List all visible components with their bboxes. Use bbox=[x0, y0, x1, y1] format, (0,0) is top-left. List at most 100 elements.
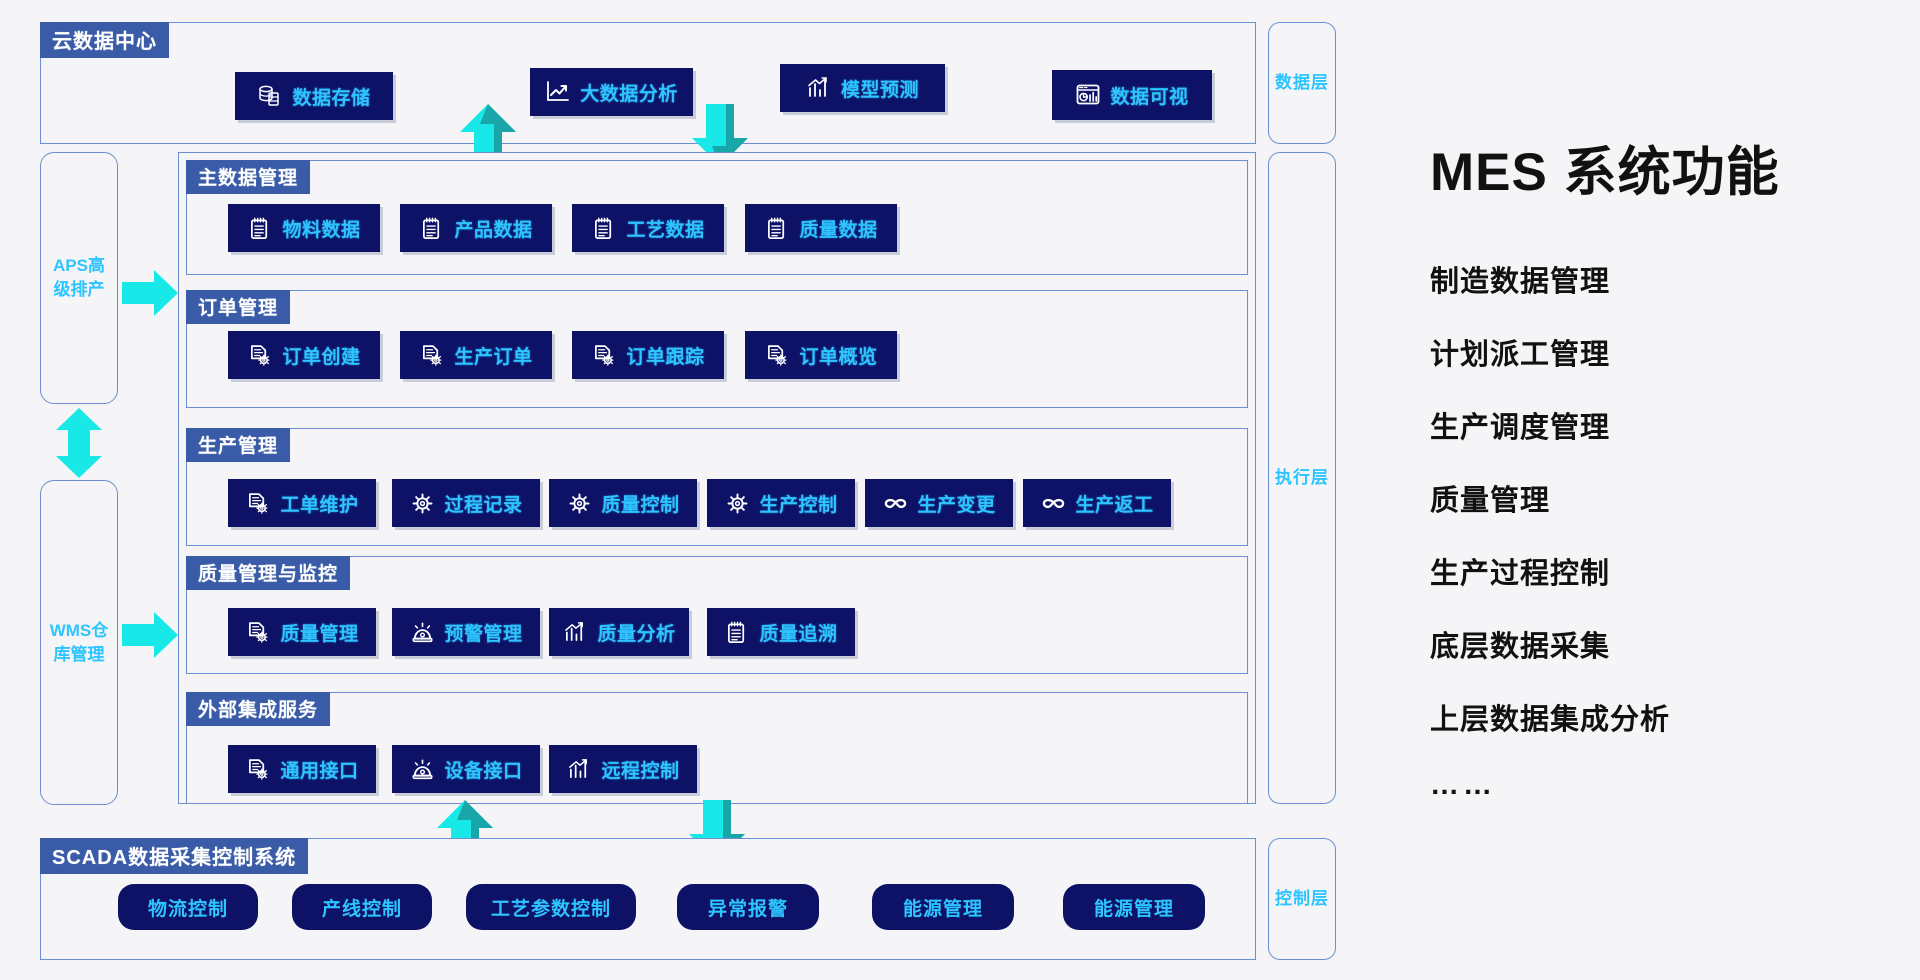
group-title-external-integration: 外部集成服务 bbox=[186, 692, 331, 726]
chip-order-tracking[interactable]: 订单跟踪 bbox=[572, 331, 724, 379]
chip-label: 订单创建 bbox=[282, 346, 361, 368]
chip-big-data-analysis[interactable]: 大数据分析 bbox=[530, 68, 693, 116]
chip-production-control[interactable]: 生产控制 bbox=[707, 479, 855, 527]
clipboard-list-icon bbox=[247, 215, 273, 241]
chip-product-data[interactable]: 产品数据 bbox=[400, 204, 552, 252]
chip-model-prediction[interactable]: 模型预测 bbox=[780, 64, 945, 112]
chip-work-order-maintenance[interactable]: 工单维护 bbox=[228, 479, 376, 527]
chip-device-interface[interactable]: 设备接口 bbox=[392, 745, 540, 793]
chip-quality-analysis[interactable]: 质量分析 bbox=[549, 608, 689, 656]
pill-logistics-control[interactable]: 物流控制 bbox=[118, 884, 258, 930]
chip-general-interface[interactable]: 通用接口 bbox=[228, 745, 376, 793]
alarm-icon bbox=[409, 619, 435, 645]
document-gear-icon bbox=[245, 490, 271, 516]
pill-abnormal-alarm[interactable]: 异常报警 bbox=[677, 884, 819, 930]
gear-icon bbox=[724, 490, 750, 516]
chip-label: 工单维护 bbox=[280, 494, 359, 516]
chip-process-record[interactable]: 过程记录 bbox=[392, 479, 540, 527]
chip-label: 生产变更 bbox=[917, 494, 996, 516]
pill-label: 工艺参数控制 bbox=[490, 898, 611, 920]
chip-label: 质量分析 bbox=[597, 623, 676, 645]
scada-layer-title: SCADA数据采集控制系统 bbox=[40, 838, 309, 874]
chip-process-data[interactable]: 工艺数据 bbox=[572, 204, 724, 252]
document-gear-icon bbox=[764, 342, 790, 368]
chip-production-order[interactable]: 生产订单 bbox=[400, 331, 552, 379]
document-gear-icon bbox=[419, 342, 445, 368]
chip-order-create[interactable]: 订单创建 bbox=[228, 331, 380, 379]
chip-production-rework[interactable]: 生产返工 bbox=[1023, 479, 1171, 527]
bar-trend-icon bbox=[566, 756, 592, 782]
chip-label: 模型预测 bbox=[840, 79, 919, 101]
chip-label: 物料数据 bbox=[282, 219, 361, 241]
gear-icon bbox=[409, 490, 435, 516]
pill-energy-management-1[interactable]: 能源管理 bbox=[872, 884, 1014, 930]
infinity-icon bbox=[882, 490, 908, 516]
chip-material-data[interactable]: 物料数据 bbox=[228, 204, 380, 252]
chip-label: 生产订单 bbox=[454, 346, 533, 368]
chip-quality-traceability[interactable]: 质量追溯 bbox=[707, 608, 855, 656]
page-title: MES 系统功能 bbox=[1430, 143, 1780, 202]
chip-label: 数据可视 bbox=[1110, 86, 1189, 108]
pill-label: 能源管理 bbox=[902, 898, 983, 920]
chip-quality-data[interactable]: 质量数据 bbox=[745, 204, 897, 252]
clipboard-list-icon bbox=[419, 215, 445, 241]
chip-label: 质量追溯 bbox=[759, 623, 838, 645]
chip-quality-control[interactable]: 质量控制 bbox=[549, 479, 697, 527]
side-layer-execution: 执行层 bbox=[1268, 152, 1336, 804]
left-module-label: WMS仓库管理 bbox=[49, 620, 109, 664]
document-gear-icon bbox=[245, 619, 271, 645]
left-module-aps[interactable]: APS高级排产 bbox=[40, 152, 118, 404]
chip-label: 数据存储 bbox=[292, 87, 371, 109]
group-title-order-management: 订单管理 bbox=[186, 290, 291, 324]
group-title-quality-management: 质量管理与监控 bbox=[186, 556, 351, 590]
arrow-down-from-cloud bbox=[690, 104, 750, 166]
pill-label: 异常报警 bbox=[707, 898, 788, 920]
pill-process-parameter-control[interactable]: 工艺参数控制 bbox=[466, 884, 636, 930]
chip-order-overview[interactable]: 订单概览 bbox=[745, 331, 897, 379]
document-gear-icon bbox=[247, 342, 273, 368]
arrow-up-to-cloud bbox=[458, 104, 518, 166]
side-layer-label: 数据层 bbox=[1275, 72, 1329, 92]
chip-alarm-management[interactable]: 预警管理 bbox=[392, 608, 540, 656]
pill-label: 能源管理 bbox=[1093, 898, 1174, 920]
left-module-label: APS高级排产 bbox=[53, 256, 105, 299]
pill-label: 产线控制 bbox=[321, 898, 402, 920]
group-title-master-data: 主数据管理 bbox=[186, 160, 311, 194]
document-gear-icon bbox=[591, 342, 617, 368]
chip-remote-control[interactable]: 远程控制 bbox=[549, 745, 697, 793]
chip-label: 过程记录 bbox=[444, 494, 523, 516]
side-layer-control: 控制层 bbox=[1268, 838, 1336, 960]
bar-trend-icon bbox=[562, 619, 588, 645]
chip-label: 通用接口 bbox=[280, 760, 359, 782]
document-gear-icon bbox=[245, 756, 271, 782]
side-layer-label: 控制层 bbox=[1275, 888, 1329, 908]
feature-item-1: 计划派工管理 bbox=[1430, 339, 1611, 371]
gear-icon bbox=[566, 490, 592, 516]
chip-data-visualization[interactable]: 数据可视 bbox=[1052, 70, 1212, 120]
mes-features-panel: MES 系统功能 制造数据管理 计划派工管理 生产调度管理 质量管理 生产过程控… bbox=[1430, 130, 1900, 801]
pill-energy-management-2[interactable]: 能源管理 bbox=[1063, 884, 1205, 930]
chip-label: 生产控制 bbox=[759, 494, 838, 516]
chip-label: 工艺数据 bbox=[626, 219, 705, 241]
chip-production-change[interactable]: 生产变更 bbox=[865, 479, 1013, 527]
chip-label: 远程控制 bbox=[601, 760, 680, 782]
chip-quality-management[interactable]: 质量管理 bbox=[228, 608, 376, 656]
pill-production-line-control[interactable]: 产线控制 bbox=[292, 884, 432, 930]
group-title-production-management: 生产管理 bbox=[186, 428, 291, 462]
chip-data-storage[interactable]: 数据存储 bbox=[235, 72, 393, 120]
left-module-wms[interactable]: WMS仓库管理 bbox=[40, 480, 118, 805]
bar-trend-icon bbox=[806, 75, 832, 101]
clipboard-list-icon bbox=[724, 619, 750, 645]
clipboard-list-icon bbox=[764, 215, 790, 241]
chip-label: 质量管理 bbox=[280, 623, 359, 645]
feature-item-0: 制造数据管理 bbox=[1430, 266, 1611, 298]
pill-label: 物流控制 bbox=[147, 898, 228, 920]
feature-item-4: 生产过程控制 bbox=[1430, 558, 1611, 590]
dashboard-icon bbox=[1075, 82, 1101, 108]
feature-item-3: 质量管理 bbox=[1430, 485, 1551, 517]
feature-ellipsis: …… bbox=[1430, 769, 1496, 801]
cloud-data-center-title: 云数据中心 bbox=[40, 22, 169, 58]
chip-label: 大数据分析 bbox=[580, 83, 678, 105]
arrow-wms-to-execution bbox=[122, 610, 178, 660]
chip-label: 生产返工 bbox=[1075, 494, 1154, 516]
